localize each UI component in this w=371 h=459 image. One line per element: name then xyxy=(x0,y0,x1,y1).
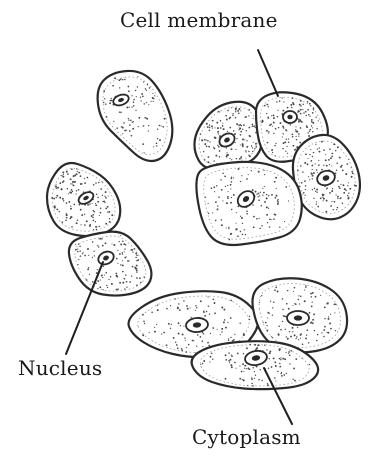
cell-membrane-outline xyxy=(98,71,173,161)
cell-top-left xyxy=(98,71,173,161)
cells-layer xyxy=(47,71,360,389)
cell-cluster-tl xyxy=(194,102,263,169)
cell-cluster-bl xyxy=(196,162,301,245)
nucleus-label: Nucleus xyxy=(18,356,102,380)
cell-membrane-label: Cell membrane xyxy=(120,8,278,32)
cell-cluster-br xyxy=(293,135,360,219)
cell-mid-left-lower xyxy=(69,232,152,296)
nucleolus xyxy=(294,315,302,320)
cell-membrane-pointer xyxy=(258,50,278,96)
cell-mid-left-upper xyxy=(47,163,120,236)
cell-bottom-mid xyxy=(192,341,319,389)
cell-membrane-outline xyxy=(69,232,152,296)
cytoplasm-label: Cytoplasm xyxy=(192,425,301,449)
nucleolus xyxy=(287,115,292,120)
